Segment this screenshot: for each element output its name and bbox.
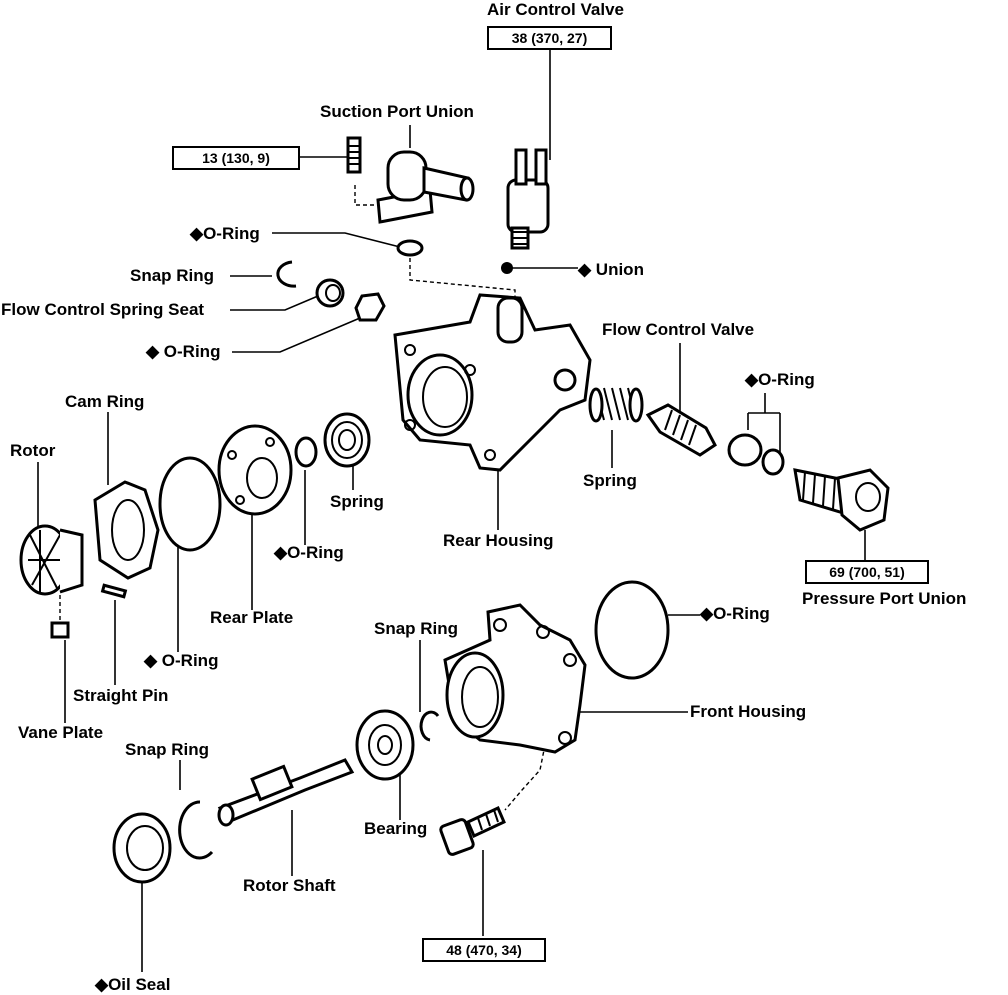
flow-control-spring-seat <box>315 278 345 308</box>
label-flow-control-spring-seat: Flow Control Spring Seat <box>1 300 205 319</box>
label-front-housing: Front Housing <box>690 702 807 721</box>
label-o-ring-front: ◆O-Ring <box>700 604 770 623</box>
o-ring-front <box>594 580 670 680</box>
label-straight-pin: Straight Pin <box>73 686 169 705</box>
o-ring-left <box>354 292 386 322</box>
label-o-ring-cam: ◆ O-Ring <box>144 651 219 670</box>
label-air-control-valve: Air Control Valve <box>487 0 624 19</box>
label-spring-right: Spring <box>583 471 637 490</box>
label-snap-ring-low: Snap Ring <box>125 740 210 759</box>
spring-right <box>588 387 644 423</box>
rear-plate <box>217 424 293 516</box>
label-snap-ring-mid: Snap Ring <box>374 619 459 638</box>
torque-box-front-housing-bolt: 48 (470, 34) <box>422 938 546 962</box>
o-ring-cam <box>158 456 222 552</box>
label-o-ring-right: ◆O-Ring <box>745 370 815 389</box>
leader-lines <box>37 48 866 972</box>
label-flow-control-valve: Flow Control Valve <box>602 320 755 339</box>
spring-mid <box>323 412 371 468</box>
cam-ring <box>93 480 160 580</box>
flow-control-valve <box>645 403 717 457</box>
bearing <box>355 709 415 781</box>
label-suction-port-union: Suction Port Union <box>320 102 474 121</box>
straight-pin <box>100 583 128 599</box>
torque-box-suction-port-union: 13 (130, 9) <box>172 146 300 170</box>
pressure-port-union <box>793 468 890 532</box>
label-o-ring-left: ◆ O-Ring <box>146 342 221 361</box>
label-rotor: Rotor <box>10 441 56 460</box>
snap-ring-mid <box>419 710 440 742</box>
label-rear-housing: Rear Housing <box>443 531 554 550</box>
label-union: ◆ Union <box>578 260 644 279</box>
label-rear-plate: Rear Plate <box>210 608 294 627</box>
vane-plate <box>50 621 70 639</box>
label-vane-plate: Vane Plate <box>18 723 104 742</box>
front-housing <box>443 603 587 754</box>
label-spring-mid: Spring <box>330 492 384 511</box>
label-cam-ring: Cam Ring <box>65 392 145 411</box>
label-snap-ring-top: Snap Ring <box>130 266 215 285</box>
snap-ring-low <box>178 800 214 860</box>
front-housing-bolt <box>439 805 506 856</box>
label-oil-seal: ◆Oil Seal <box>95 975 171 994</box>
torque-box-pressure-port-union: 69 (700, 51) <box>805 560 929 584</box>
o-ring-top <box>396 239 424 257</box>
label-o-ring-mid: ◆O-Ring <box>274 543 344 562</box>
rotor <box>19 524 84 596</box>
snap-ring-top <box>276 260 297 288</box>
label-rotor-shaft: Rotor Shaft <box>243 876 336 895</box>
air-control-valve <box>506 148 550 250</box>
suction-port-union <box>346 136 475 224</box>
label-pressure-port-union: Pressure Port Union <box>802 589 967 608</box>
torque-box-air-control-valve: 38 (370, 27) <box>487 26 612 50</box>
o-ring-mid <box>294 436 318 468</box>
label-o-ring-top: ◆O-Ring <box>190 224 260 243</box>
label-bearing: Bearing <box>364 819 428 838</box>
oil-seal <box>112 812 172 884</box>
rotor-shaft <box>217 758 355 827</box>
o-rings-right <box>727 433 785 476</box>
union-washer <box>501 262 513 274</box>
rear-housing <box>393 293 592 472</box>
